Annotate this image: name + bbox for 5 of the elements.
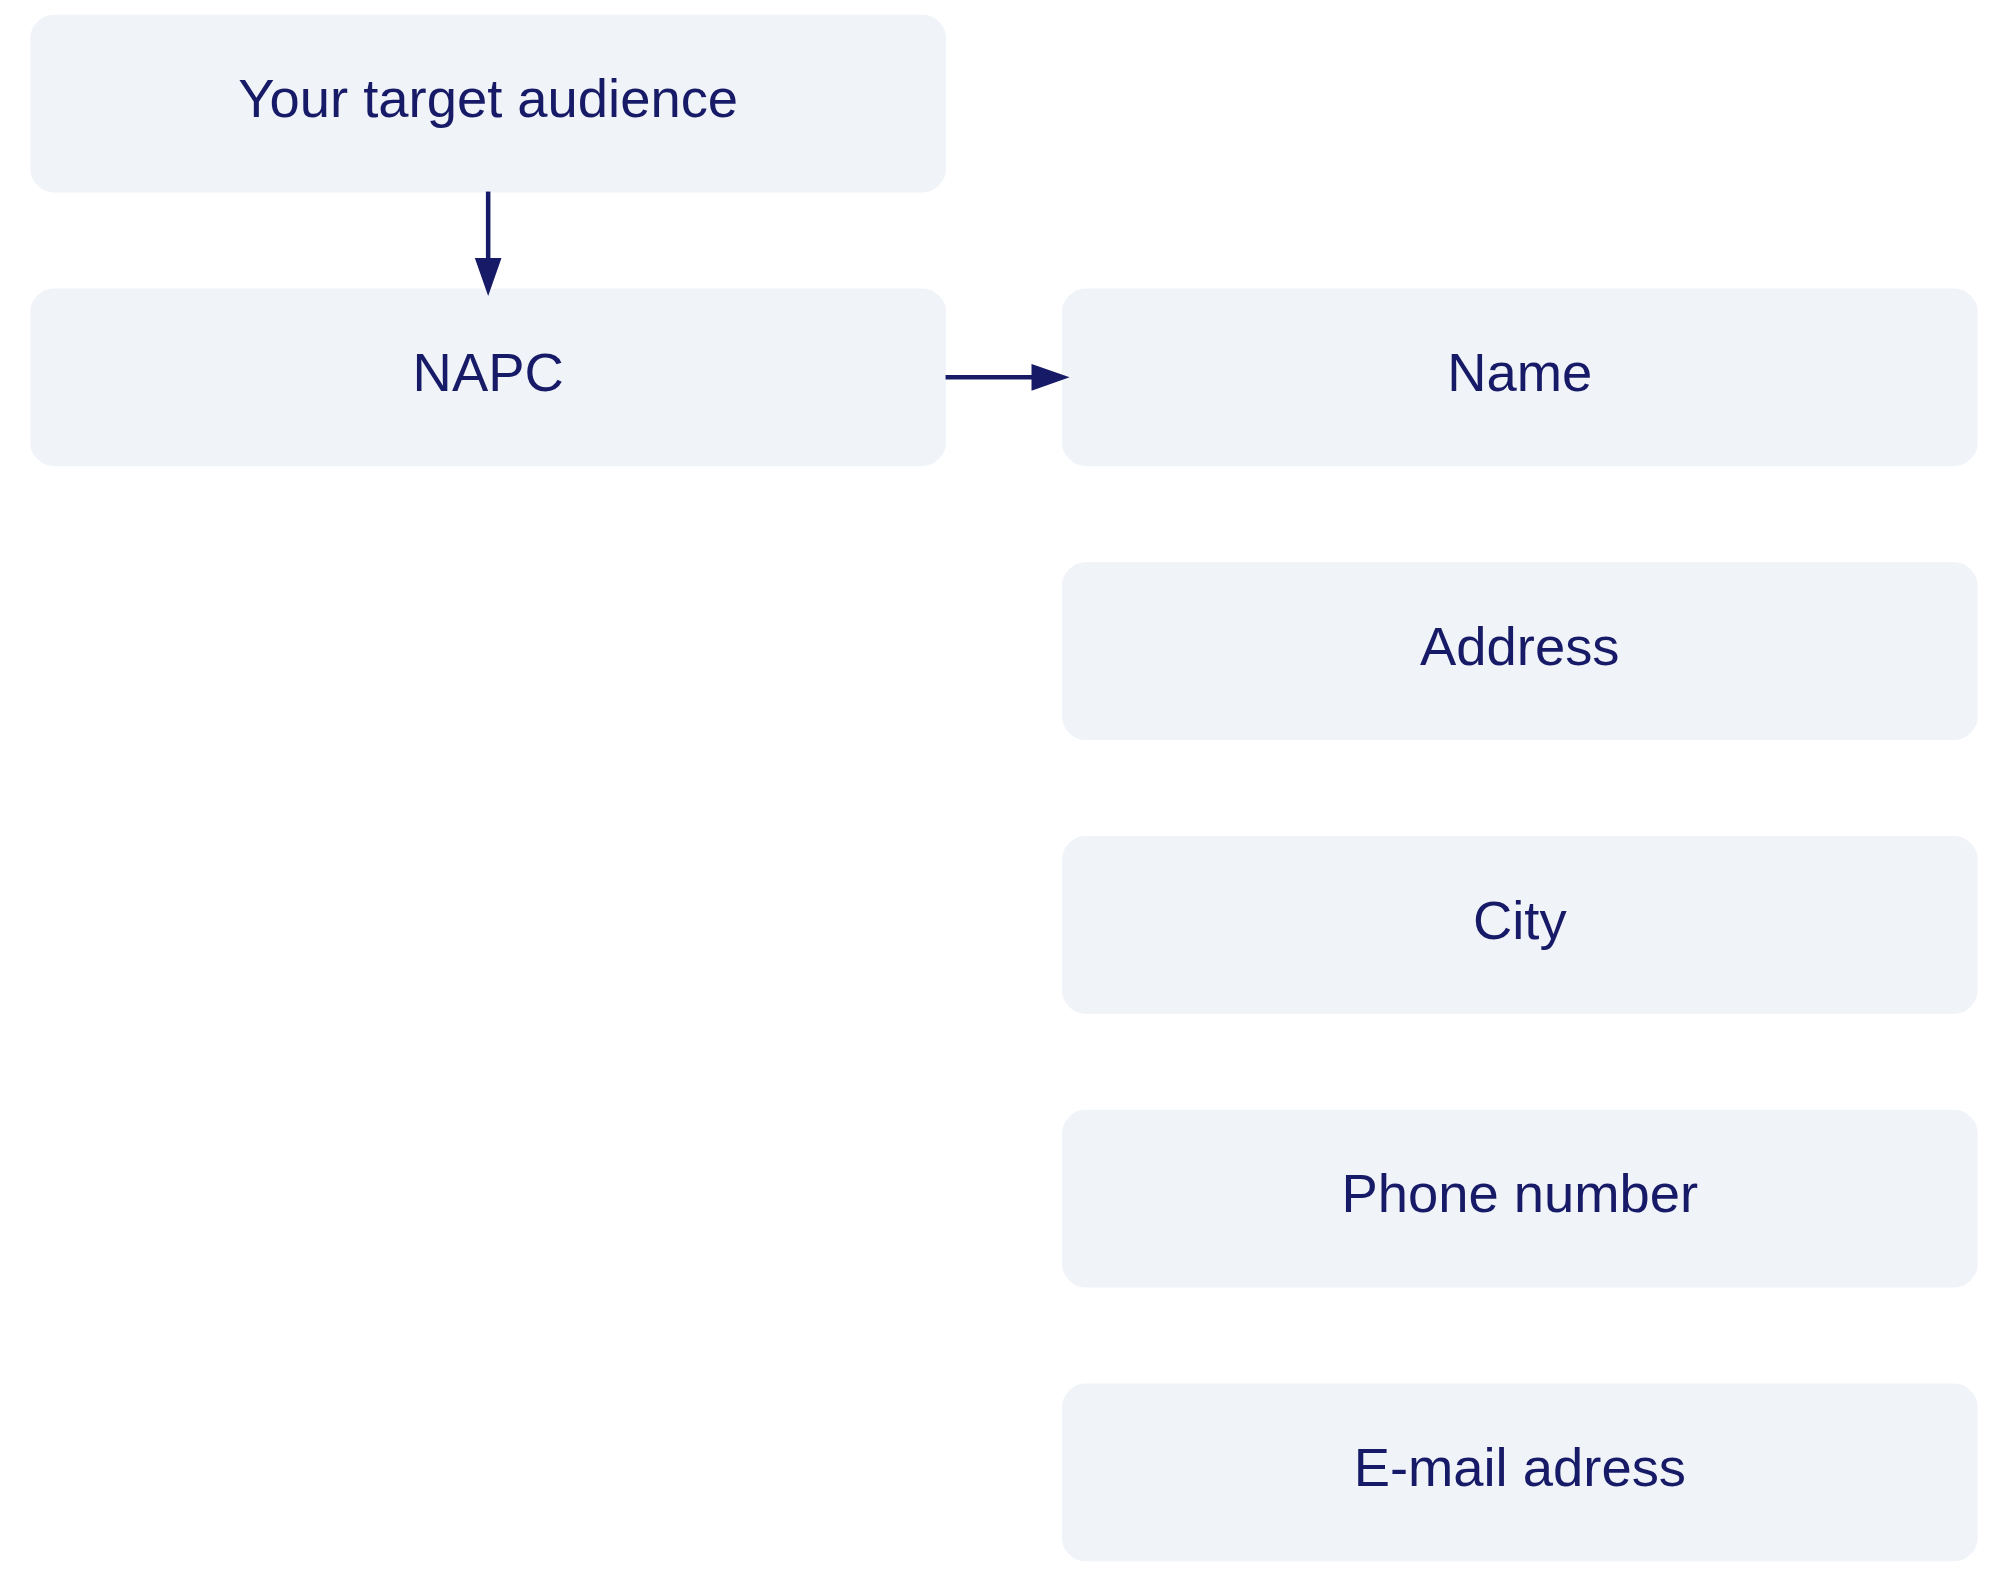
arrow bbox=[474, 191, 502, 297]
arrow bbox=[945, 363, 1070, 391]
node-box: Your target audience bbox=[30, 14, 946, 193]
node-box: Name bbox=[1062, 288, 1978, 467]
node-box: NAPC bbox=[30, 288, 946, 467]
